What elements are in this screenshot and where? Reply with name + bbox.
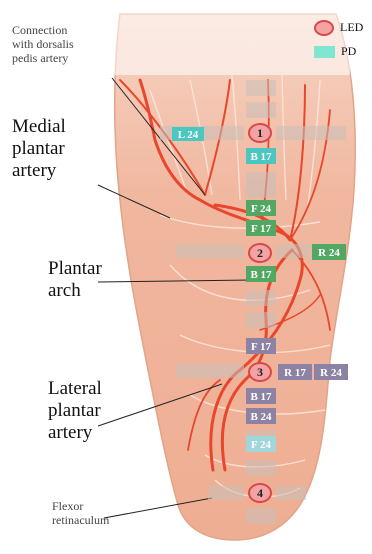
detector-label: B 24 <box>250 411 272 423</box>
led-4: 4 <box>249 484 271 502</box>
led-number: 3 <box>257 365 263 379</box>
label-flexor-retinaculum: Flexor retinaculum <box>52 500 152 528</box>
label-lateral-plantar-artery: Lateral plantar artery <box>48 378 138 444</box>
label-medial-plantar-artery: Medial plantar artery <box>12 116 112 182</box>
led-number: 2 <box>257 246 263 260</box>
detector-label: R 17 <box>284 367 306 379</box>
detector-L24-medial: L 24 <box>172 127 204 141</box>
detector-R24-upper: R 24 <box>312 244 346 260</box>
detector-label: F 24 <box>251 439 272 451</box>
led-1: 1 <box>249 124 271 142</box>
label-plantar-arch: Plantar arch <box>48 258 138 302</box>
detector-label: B 17 <box>250 151 272 163</box>
detector-R17-lower: R 17 <box>278 364 312 380</box>
detector-B24-lower: B 24 <box>246 408 276 424</box>
detector-B17-mid: B 17 <box>246 266 276 282</box>
detector-label: B 17 <box>250 269 272 281</box>
detector-label: B 17 <box>250 391 272 403</box>
pd-legend-swatch <box>314 46 335 58</box>
detector-label: R 24 <box>318 247 340 259</box>
detector-label: F 17 <box>251 223 272 235</box>
top-fade <box>110 10 350 75</box>
pd-legend-label: PD <box>341 44 356 59</box>
detector-F24-lower: F 24 <box>246 436 276 452</box>
led-2: 2 <box>249 244 271 262</box>
led-3: 3 <box>249 363 271 381</box>
led-number: 1 <box>257 126 263 140</box>
detector-B17-lower: B 17 <box>246 388 276 404</box>
label-connection-dorsalis-pedis: Connection with dorsalis pedis artery <box>12 24 132 65</box>
detector-label: R 24 <box>320 367 342 379</box>
detector-F17-upper: F 17 <box>246 220 276 236</box>
detector-B17-upper: B 17 <box>246 148 276 164</box>
detector-F17-lower: F 17 <box>246 338 276 354</box>
detector-F24-upper: F 24 <box>246 200 276 216</box>
detector-label: F 24 <box>251 203 272 215</box>
detector-label: F 17 <box>251 341 272 353</box>
detector-label: L 24 <box>178 129 199 141</box>
led-number: 4 <box>257 486 263 500</box>
detector-R24-lower: R 24 <box>314 364 348 380</box>
led-legend-label: LED <box>340 20 363 35</box>
led-legend-swatch <box>314 20 334 36</box>
